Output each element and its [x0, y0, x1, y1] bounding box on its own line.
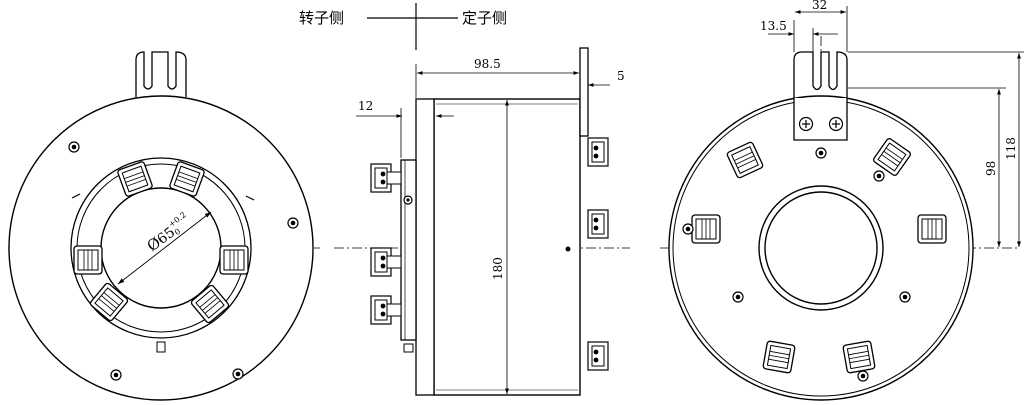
rear-hole-1	[815, 147, 827, 159]
front-pin-bottom	[156, 341, 166, 353]
front-hole-1	[68, 141, 80, 153]
stator-side-label: 定子侧	[462, 9, 507, 27]
rotor-side-label: 转子侧	[299, 9, 344, 27]
rear-hole-3	[899, 291, 911, 303]
side-body-marker	[565, 246, 571, 252]
front-hole-4	[232, 368, 244, 380]
rear-tab-screw-left	[798, 116, 814, 132]
rear-tab-width-label: 32	[812, 0, 827, 12]
rear-bore-inner	[764, 191, 878, 305]
side-diameter-label: 180	[491, 257, 505, 280]
rear-slot-label: 13.5	[760, 19, 787, 33]
rear-tab-center-label: 98	[984, 161, 998, 176]
side-length-label: 98.5	[474, 57, 501, 71]
front-pin-left	[71, 193, 81, 199]
side-rotor-connector-3	[386, 303, 402, 317]
side-rotor-flange	[400, 159, 417, 341]
side-view: 98.5 5 12 180	[334, 47, 630, 396]
side-rotor-collar	[415, 98, 435, 396]
front-brush-block-3	[219, 245, 249, 275]
front-brush-ring-outer	[70, 157, 252, 339]
rear-hole-6	[857, 370, 869, 382]
rear-tab-screw-right	[828, 116, 844, 132]
front-brush-block-4	[73, 245, 103, 275]
front-bore-dimension-line	[117, 211, 212, 285]
front-view: Ø 65 +0.2 0	[8, 51, 320, 401]
side-stator-terminal-3	[587, 341, 609, 371]
side-stator-tab	[579, 47, 589, 137]
front-hole-3	[110, 369, 122, 381]
side-stator-terminal-1	[587, 137, 609, 167]
rear-hole-4	[682, 223, 694, 235]
bore-tolerance-lower: 0	[173, 227, 182, 237]
side-rotor-connector-2	[386, 255, 402, 269]
rear-brush-block-5	[762, 340, 796, 374]
side-collar-label: 12	[358, 99, 373, 113]
rear-hole-2	[732, 291, 744, 303]
front-hole-2	[287, 217, 299, 229]
rear-brush-block-4	[917, 214, 947, 244]
rear-tab-top-label: 118	[1004, 137, 1018, 160]
rear-view: 13.5 32 98 118	[660, 0, 1024, 401]
rotor-stator-legend: 转子侧 定子侧	[299, 3, 507, 50]
side-stator-terminal-2	[587, 209, 609, 239]
rear-brush-block-6	[842, 340, 876, 374]
front-pin-right	[245, 195, 255, 201]
side-rotor-pin	[403, 343, 414, 353]
rear-brush-block-3	[691, 214, 721, 244]
rear-hole-5	[873, 170, 885, 182]
side-flange-label: 5	[617, 69, 625, 83]
side-rotor-connector-1	[386, 171, 402, 185]
front-mounting-tab	[135, 51, 187, 97]
rear-bore-outer	[758, 185, 884, 311]
